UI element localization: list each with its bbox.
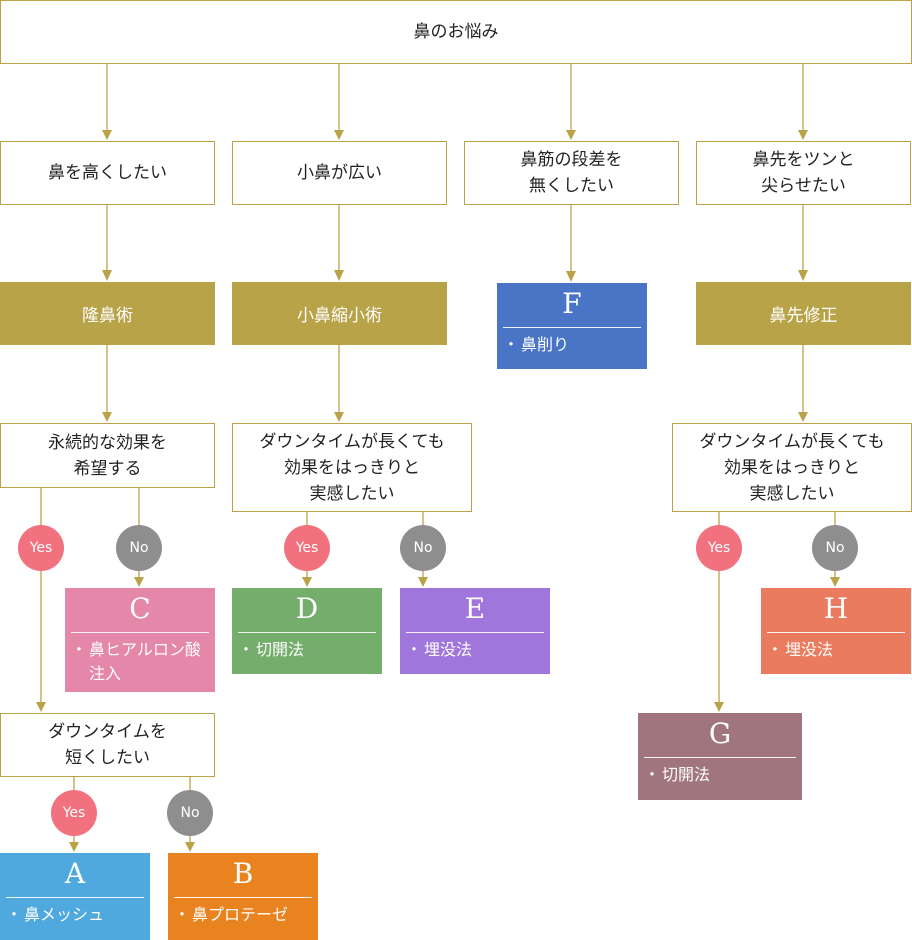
- procedure-label-tip-correction: 鼻先修正: [769, 306, 838, 326]
- result-item-label-c: 鼻ヒアルロン酸 注入: [89, 640, 201, 683]
- result-item-a: ・鼻メッシュ: [6, 903, 146, 927]
- question-label-permanent: 永続的な効果を 希望する: [48, 432, 167, 479]
- result-divider: [503, 327, 641, 328]
- bullet: ・: [238, 640, 255, 659]
- yes-badge-tip: Yes: [696, 525, 742, 571]
- result-card-b: B ・鼻プロテーゼ: [168, 853, 318, 940]
- result-card-h: H ・埋没法: [761, 588, 911, 674]
- result-item-label-d: 切開法: [256, 640, 305, 659]
- result-item-label-h: 埋没法: [785, 640, 834, 659]
- result-letter-h: H: [823, 592, 849, 625]
- result-item-label-f: 鼻削り: [521, 335, 570, 354]
- result-item-label-a: 鼻メッシュ: [24, 905, 105, 924]
- goal-label-sharpen-tip: 鼻先をツンと 尖らせたい: [752, 150, 855, 196]
- result-card-c: C ・ 鼻ヒアルロン酸 注入: [65, 588, 215, 692]
- no-badge-alar: No: [400, 525, 446, 571]
- result-letter-e: E: [464, 592, 486, 625]
- goal-box-bridge-bump: 鼻筋の段差を 無くしたい: [464, 141, 679, 205]
- procedure-label-alar-reduction: 小鼻縮小術: [297, 306, 382, 326]
- bullet: ・: [644, 765, 661, 784]
- question-label-short-downtime: ダウンタイムを 短くしたい: [48, 722, 167, 768]
- result-card-a: A ・鼻メッシュ: [0, 853, 150, 940]
- result-divider: [406, 632, 544, 633]
- no-badge-tip: No: [812, 525, 858, 571]
- result-item-g: ・切開法: [644, 763, 798, 787]
- question-box-short-downtime: ダウンタイムを 短くしたい: [0, 713, 215, 777]
- result-item-d: ・切開法: [238, 638, 378, 662]
- goal-box-wide-nostrils: 小鼻が広い: [232, 141, 447, 205]
- yes-badge-permanent: Yes: [18, 525, 64, 571]
- result-item-h: ・埋没法: [767, 638, 907, 662]
- root-concern-label: 鼻のお悩み: [413, 22, 499, 42]
- goal-box-raise-nose: 鼻を高くしたい: [0, 141, 215, 205]
- result-divider: [71, 632, 209, 633]
- procedure-label-rhinoplasty: 隆鼻術: [82, 306, 133, 326]
- procedure-tip-correction: 鼻先修正: [696, 282, 911, 345]
- no-badge-short-downtime: No: [167, 790, 213, 836]
- result-item-f: ・鼻削り: [503, 333, 643, 357]
- bullet: ・: [767, 640, 784, 659]
- yes-label: Yes: [62, 805, 86, 821]
- result-item-e: ・埋没法: [406, 638, 546, 662]
- result-letter-a: A: [64, 857, 86, 890]
- question-box-permanent: 永続的な効果を 希望する: [0, 423, 215, 488]
- procedure-rhinoplasty: 隆鼻術: [0, 282, 215, 345]
- result-divider: [238, 632, 376, 633]
- root-concern-box: 鼻のお悩み: [0, 0, 912, 64]
- yes-label: Yes: [707, 540, 731, 556]
- result-card-g: G ・切開法: [638, 713, 802, 800]
- goal-label-raise-nose: 鼻を高くしたい: [48, 163, 167, 183]
- no-label: No: [413, 540, 433, 556]
- result-item-c: ・ 鼻ヒアルロン酸 注入: [71, 638, 211, 686]
- question-label-alar-downtime: ダウンタイムが長くても 効果をはっきりと 実感したい: [259, 431, 445, 504]
- result-divider: [644, 757, 796, 758]
- result-letter-g: G: [708, 717, 732, 750]
- no-label: No: [180, 805, 200, 821]
- question-label-tip-downtime: ダウンタイムが長くても 効果をはっきりと 実感したい: [699, 431, 885, 504]
- question-box-tip-downtime: ダウンタイムが長くても 効果をはっきりと 実感したい: [672, 423, 912, 512]
- bullet: ・: [406, 640, 423, 659]
- yes-badge-short-downtime: Yes: [51, 790, 97, 836]
- result-item-label-g: 切開法: [662, 765, 711, 784]
- result-card-f: F ・鼻削り: [497, 283, 647, 369]
- result-divider: [6, 897, 144, 898]
- question-box-alar-downtime: ダウンタイムが長くても 効果をはっきりと 実感したい: [232, 423, 472, 512]
- bullet: ・: [503, 335, 520, 354]
- yes-label: Yes: [29, 540, 53, 556]
- bullet: ・: [6, 905, 23, 924]
- bullet: ・: [71, 640, 88, 659]
- result-letter-d: D: [295, 592, 319, 625]
- goal-label-bridge-bump: 鼻筋の段差を 無くしたい: [520, 150, 623, 196]
- goal-label-wide-nostrils: 小鼻が広い: [297, 163, 382, 183]
- result-divider: [174, 897, 312, 898]
- result-letter-f: F: [562, 287, 582, 320]
- no-label: No: [129, 540, 149, 556]
- procedure-alar-reduction: 小鼻縮小術: [232, 282, 447, 345]
- no-badge-permanent: No: [116, 525, 162, 571]
- result-item-label-e: 埋没法: [424, 640, 473, 659]
- result-item-b: ・鼻プロテーゼ: [174, 903, 314, 927]
- result-divider: [767, 632, 905, 633]
- result-item-label-b: 鼻プロテーゼ: [192, 905, 289, 924]
- result-card-d: D ・切開法: [232, 588, 382, 674]
- yes-badge-alar: Yes: [284, 525, 330, 571]
- result-card-e: E ・埋没法: [400, 588, 550, 674]
- no-label: No: [825, 540, 845, 556]
- result-letter-c: C: [129, 592, 151, 625]
- yes-label: Yes: [295, 540, 319, 556]
- bullet: ・: [174, 905, 191, 924]
- result-letter-b: B: [232, 857, 254, 890]
- goal-box-sharpen-tip: 鼻先をツンと 尖らせたい: [696, 141, 911, 205]
